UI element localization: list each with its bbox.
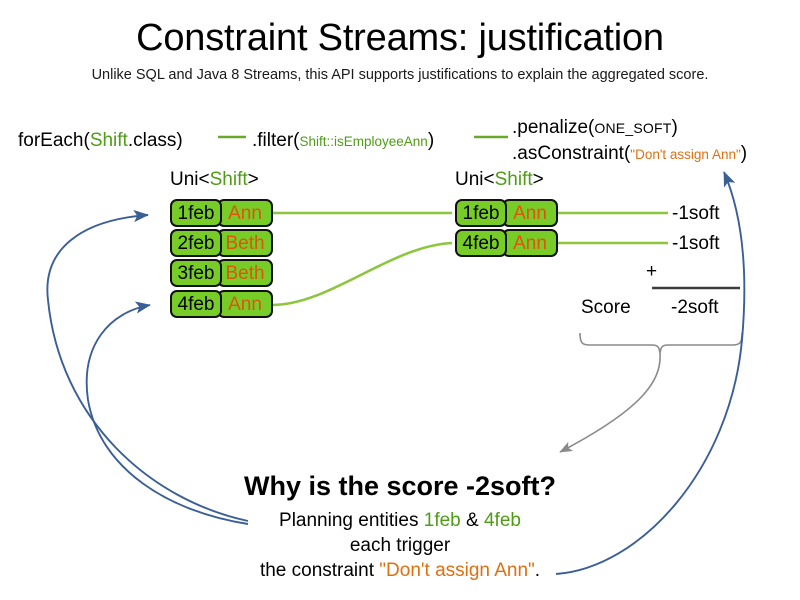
- pill-date: 4feb: [170, 290, 222, 318]
- pill-date: 1feb: [455, 199, 507, 227]
- score-brace: [579, 332, 743, 354]
- code-penalize-prefix: .penalize(: [512, 117, 595, 138]
- list-item[interactable]: 4feb Ann: [170, 290, 273, 318]
- list-item[interactable]: 1feb Ann: [455, 199, 558, 227]
- sum-operator: +: [646, 261, 658, 282]
- pill-name: Ann: [502, 229, 558, 257]
- penalty-value-1: -1soft: [672, 203, 720, 224]
- pill-date: 3feb: [170, 259, 222, 287]
- code-foreach-prefix: forEach(: [18, 130, 90, 151]
- slide-title: Constraint Streams: justification: [136, 17, 664, 59]
- pill-name: Ann: [217, 199, 273, 227]
- explanation-entity-4feb: 4feb: [483, 510, 521, 531]
- explanation-amp: &: [460, 510, 484, 531]
- explanation-heading: Why is the score -2soft?: [243, 471, 557, 501]
- uni-left-prefix: Uni<: [170, 169, 210, 190]
- list-item[interactable]: 1feb Ann: [170, 199, 273, 227]
- score-total-value: -2soft: [671, 297, 719, 318]
- code-asconstraint-suffix: ): [740, 143, 748, 164]
- uni-right-type: Shift: [494, 169, 533, 190]
- pill-date: 4feb: [455, 229, 507, 257]
- code-filter-arg: Shift::isEmployeeAnn: [299, 134, 428, 149]
- code-asconstraint-arg: "Don't assign Ann": [630, 147, 741, 162]
- code-foreach-suffix: .class): [127, 130, 183, 151]
- penalty-value-2: -1soft: [672, 233, 720, 254]
- code-asconstraint-prefix: .asConstraint(: [512, 143, 631, 164]
- code-penalize-arg: ONE_SOFT: [594, 120, 672, 136]
- explanation-line3-prefix: the constraint: [259, 560, 380, 581]
- code-penalize-suffix: ): [671, 117, 678, 138]
- list-item[interactable]: 2feb Beth: [170, 229, 273, 257]
- explanation-line1-prefix: Planning entities: [279, 510, 424, 531]
- explanation-entity-1feb: 1feb: [423, 510, 461, 531]
- list-item[interactable]: 3feb Beth: [170, 259, 273, 287]
- arrow-score-to-explanation: [559, 352, 661, 453]
- uni-right-prefix: Uni<: [455, 169, 495, 190]
- explanation-line3-suffix: .: [534, 560, 541, 581]
- code-filter-suffix: ): [427, 130, 435, 151]
- explanation-line-1: Planning entities 1feb & 4feb: [0, 509, 800, 533]
- score-label: Score: [581, 297, 631, 318]
- explanation-line-2: each trigger: [349, 535, 451, 556]
- uni-left-suffix: >: [247, 169, 259, 190]
- pill-name: Beth: [217, 229, 273, 257]
- pill-date: 1feb: [170, 199, 222, 227]
- uni-label-right: Uni<Shift>: [455, 169, 544, 191]
- pill-name: Beth: [217, 259, 273, 287]
- pill-name: Ann: [502, 199, 558, 227]
- pill-name: Ann: [217, 290, 273, 318]
- code-penalize: .penalize(ONE_SOFT): [512, 116, 678, 140]
- connector-4feb: [271, 241, 453, 307]
- code-foreach: forEach(Shift.class): [18, 129, 183, 153]
- uni-right-suffix: >: [532, 169, 544, 190]
- code-foreach-type: Shift: [89, 130, 128, 151]
- list-item[interactable]: 4feb Ann: [455, 229, 558, 257]
- code-filter: .filter(Shift::isEmployeeAnn): [252, 129, 434, 154]
- slide-subtitle: Unlike SQL and Java 8 Streams, this API …: [91, 67, 709, 83]
- uni-left-type: Shift: [209, 169, 248, 190]
- uni-label-left: Uni<Shift>: [170, 169, 259, 191]
- explanation-line-3: the constraint "Don't assign Ann".: [0, 559, 800, 583]
- explanation-constraint-name: "Don't assign Ann": [379, 560, 535, 581]
- code-filter-prefix: .filter(: [252, 130, 300, 151]
- pill-date: 2feb: [170, 229, 222, 257]
- code-asconstraint: .asConstraint("Don't assign Ann"): [512, 142, 747, 167]
